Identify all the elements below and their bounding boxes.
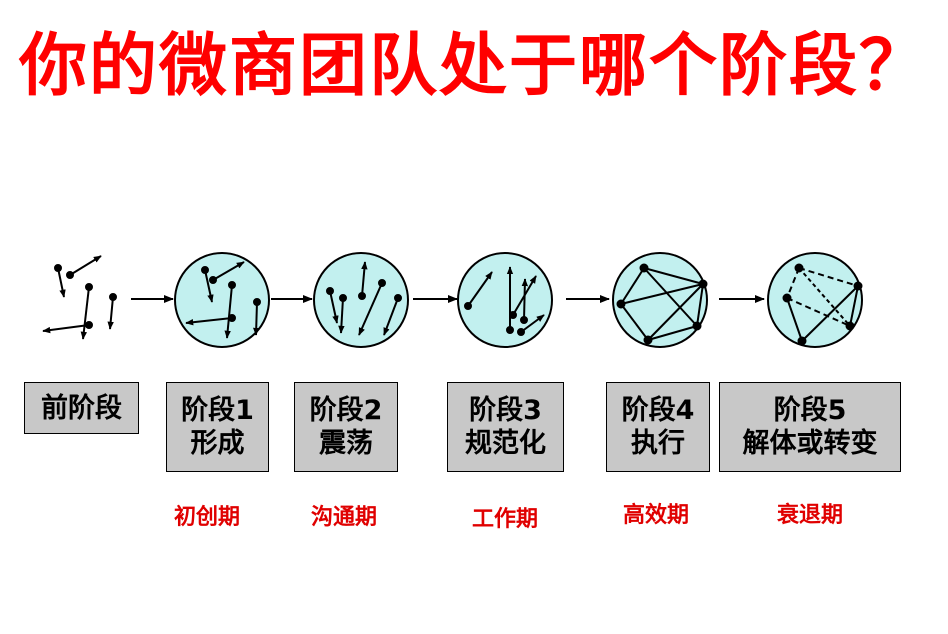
stage-box-label: 阶段3 <box>469 395 542 426</box>
stage-box-4: 阶段4 执行 <box>606 382 710 472</box>
stage-box-label: 阶段4 <box>621 395 695 426</box>
stage-1-circle <box>174 252 270 348</box>
period-label-4: 高效期 <box>622 503 689 528</box>
period-label-5: 衰退期 <box>776 503 843 528</box>
period-label-1: 初创期 <box>173 505 240 530</box>
stage-2-circle <box>313 252 409 348</box>
stage-box-pre: 前阶段 <box>24 382 139 434</box>
stage-3-circle <box>457 252 553 348</box>
pre-stage-members <box>42 255 117 340</box>
stage-box-label: 阶段2 <box>309 395 383 426</box>
stage-box-sublabel: 规范化 <box>465 428 546 459</box>
stage-box-5: 阶段5 解体或转变 <box>719 382 901 472</box>
stage-box-2: 阶段2 震荡 <box>294 382 398 472</box>
stage-box-sublabel: 形成 <box>190 428 245 459</box>
stage-box-label: 阶段1 <box>181 395 254 426</box>
stage-5-circle <box>767 252 863 348</box>
stage-box-label: 前阶段 <box>41 392 122 424</box>
period-label-2: 沟通期 <box>310 505 377 530</box>
stage-box-sublabel: 解体或转变 <box>742 428 878 459</box>
stage-box-1: 阶段1 形成 <box>166 382 269 472</box>
period-label-3: 工作期 <box>471 507 538 532</box>
page-title: 你的微商团队处于哪个阶段？ <box>18 27 929 106</box>
stage-box-sublabel: 执行 <box>631 428 685 459</box>
stage-4-circle <box>612 252 708 348</box>
stage-box-3: 阶段3 规范化 <box>447 382 564 472</box>
stage-box-sublabel: 震荡 <box>319 428 373 459</box>
stage-box-label: 阶段5 <box>773 395 847 426</box>
